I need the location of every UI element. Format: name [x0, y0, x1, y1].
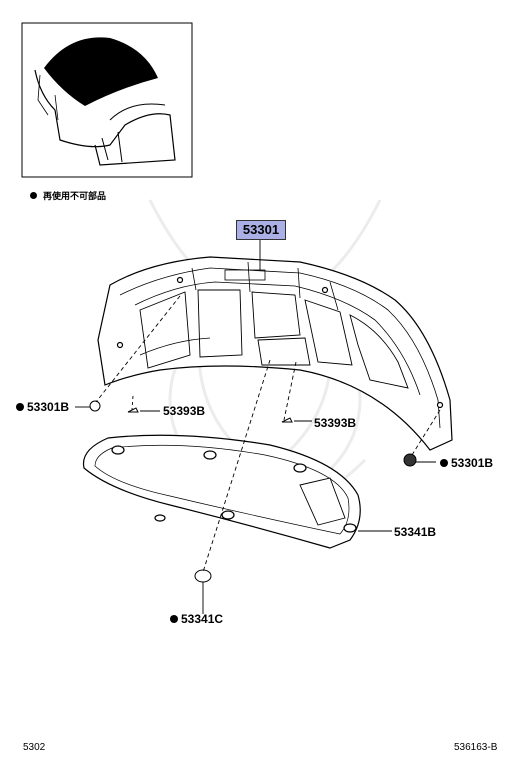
bullet-icon: [30, 192, 37, 200]
bullet-icon: [440, 458, 448, 467]
part-number: 53301B: [27, 400, 70, 414]
legend-text: 再使用不可部品: [43, 191, 107, 201]
label-hinge-bolt-left[interactable]: 53301B: [16, 400, 69, 414]
part-number-main[interactable]: 53301: [236, 220, 286, 240]
footer-figure-id: 536163-B: [454, 742, 498, 753]
label-hinge-bolt-right[interactable]: 53301B: [440, 456, 493, 470]
footer-page-number: 5302: [23, 742, 46, 753]
label-clip-left[interactable]: 53393B: [163, 404, 205, 418]
label-clip-right[interactable]: 53393B: [314, 416, 356, 430]
part-number: 53341C: [181, 612, 224, 626]
hood-insulator: [82, 434, 361, 549]
hood-panel: [97, 256, 453, 451]
legend-non-reusable: 再使用不可部品: [30, 189, 106, 202]
part-number: 53393B: [163, 404, 206, 418]
label-insulator[interactable]: 53341B: [394, 525, 436, 539]
part-number: 53393B: [314, 416, 357, 430]
part-number: 53341B: [394, 525, 437, 539]
vehicle-inset: [21, 22, 193, 178]
label-insulator-clip[interactable]: 53341C: [170, 612, 223, 626]
part-number: 53301B: [451, 456, 494, 470]
leader-lines: [75, 238, 441, 614]
bullet-icon: [170, 614, 178, 623]
bullet-icon: [16, 402, 24, 411]
